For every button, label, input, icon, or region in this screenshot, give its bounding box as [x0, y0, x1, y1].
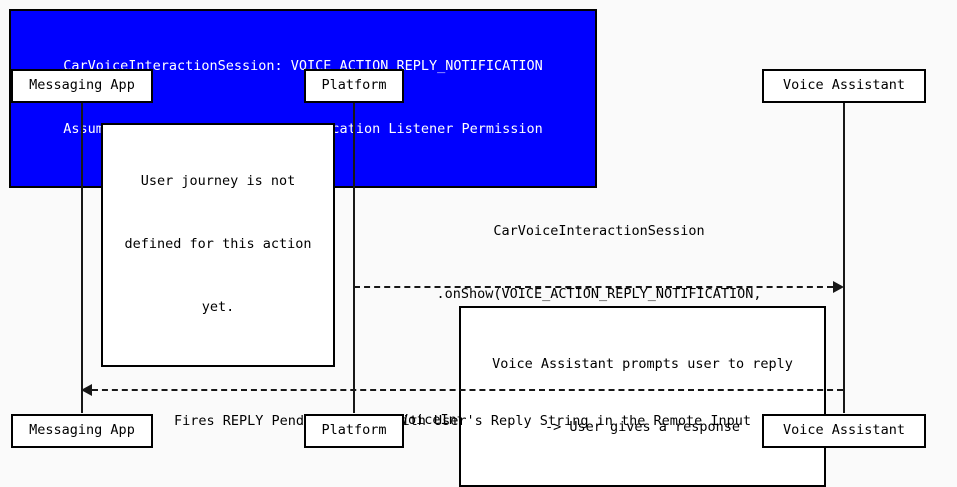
sequence-diagram-canvas: CarVoiceInteractionSession: VOICE_ACTION… [9, 9, 926, 487]
message-arrow-reply-intent-head-left [81, 384, 92, 396]
participant-label: Voice Assistant [783, 77, 905, 93]
participant-bottom-voice-assistant[interactable]: Voice Assistant [762, 414, 926, 448]
note-line-2: defined for this action [124, 236, 312, 252]
message-arrow-onshow-head-right [833, 281, 844, 293]
participant-top-messaging-app[interactable]: Messaging App [11, 69, 153, 103]
participant-top-platform[interactable]: Platform [304, 69, 404, 103]
participant-label: Messaging App [29, 77, 135, 93]
participant-label: Messaging App [29, 422, 135, 438]
lifeline-platform [353, 103, 355, 413]
note-line-1: User journey is not [140, 173, 296, 189]
participant-label: Platform [321, 77, 387, 93]
note-line-3: yet. [201, 299, 235, 315]
participant-bottom-platform[interactable]: Platform [304, 414, 404, 448]
participant-label: Platform [321, 422, 387, 438]
lifeline-voice-assistant [843, 103, 845, 413]
note-user-journey: User journey is not defined for this act… [101, 123, 335, 367]
participant-label: Voice Assistant [783, 422, 905, 438]
message-arrow-reply-intent-line [92, 389, 843, 391]
participant-bottom-messaging-app[interactable]: Messaging App [11, 414, 153, 448]
message-arrow-onshow-line [354, 286, 833, 288]
message-line-1: Fires REPLY Pending Intent with User's R… [173, 413, 752, 429]
participant-top-voice-assistant[interactable]: Voice Assistant [762, 69, 926, 103]
message-label-reply-intent: Fires REPLY Pending Intent with User's R… [82, 369, 843, 474]
note-line-2: -> User gives a response [544, 419, 741, 435]
lifeline-messaging-app [81, 103, 83, 413]
note-prompt-user: Voice Assistant prompts user to reply ->… [459, 306, 826, 487]
message-line-2: .onShow(VOICE_ACTION_REPLY_NOTIFICATION, [436, 286, 762, 302]
message-line-1: CarVoiceInteractionSession [493, 223, 705, 239]
note-line-1: Voice Assistant prompts user to reply [492, 356, 793, 372]
